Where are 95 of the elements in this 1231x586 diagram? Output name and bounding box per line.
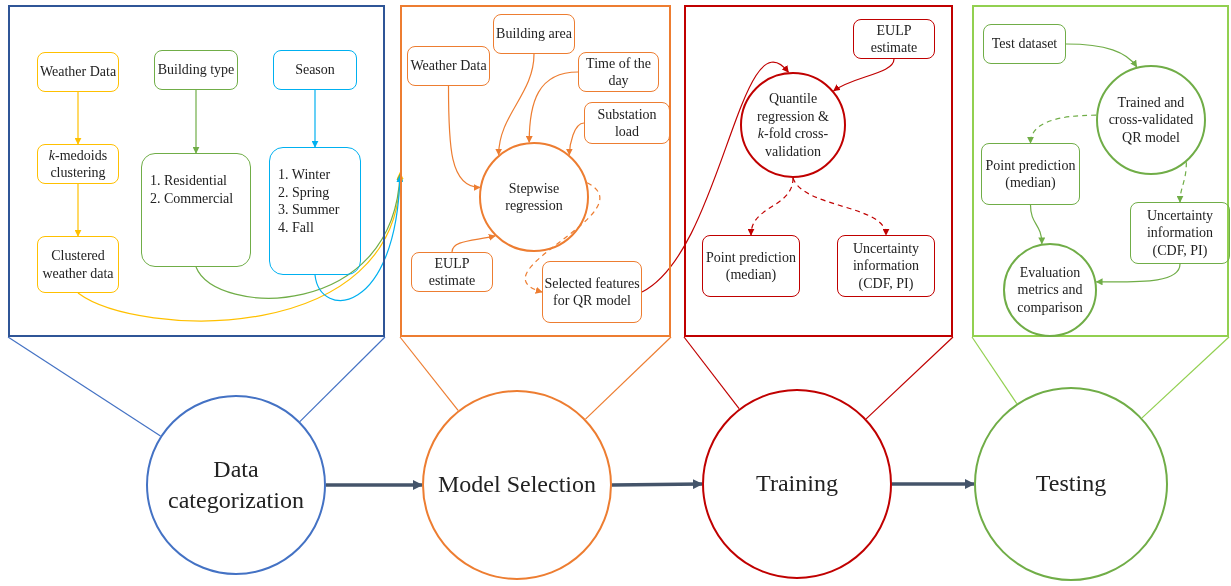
node-label: Model Selection [438, 470, 596, 500]
arrow [74, 91, 82, 145]
node-label: Clustered weather data [41, 247, 115, 282]
process-circle [1096, 65, 1206, 175]
node-label: Point prediction (median) [984, 156, 1077, 192]
panel-frame [972, 5, 1229, 337]
node-label: 4. Fall [278, 218, 314, 236]
process-box [493, 14, 575, 54]
node-label: 2. Spring [278, 183, 330, 201]
node-label: Testing [1035, 469, 1107, 499]
process-box [154, 50, 238, 90]
process-box [37, 52, 119, 92]
arrow [1095, 263, 1181, 286]
connector-line [7, 336, 162, 437]
process-circle [1003, 243, 1097, 337]
node-label: 1. Winter [278, 166, 331, 184]
process-box [837, 235, 935, 297]
process-box [853, 19, 935, 59]
panel-frame [8, 5, 385, 337]
arrow [525, 71, 579, 143]
stage-circle [422, 390, 612, 580]
node-label: Training [756, 469, 838, 499]
node-label: Uncertainty information (CDF, PI) [1145, 206, 1215, 260]
process-box [542, 261, 642, 323]
node-label: k-medoids clustering [47, 146, 109, 182]
node-label: Uncertainty information (CDF, PI) [851, 239, 921, 293]
arrow [195, 173, 403, 299]
node-label: Point prediction (median) [705, 248, 797, 284]
arrow [314, 175, 403, 302]
process-box [1130, 202, 1230, 264]
node-label: Quantile regression & k-fold cross-validation [756, 90, 830, 160]
connector-line [399, 336, 459, 412]
node-label: Building area [496, 25, 572, 43]
arrow [892, 479, 975, 489]
connector-line [584, 336, 672, 420]
arrow [74, 183, 82, 237]
arrow [566, 122, 585, 156]
process-box [981, 143, 1080, 205]
process-box [37, 236, 119, 293]
arrow [311, 89, 319, 148]
arrow [495, 53, 535, 156]
connector-line [683, 336, 740, 410]
arrow [833, 58, 895, 92]
node-label: Stepwise regression [504, 179, 564, 215]
arrow [451, 233, 496, 253]
connector-line [1141, 336, 1230, 419]
connector-line [865, 336, 954, 420]
process-box [407, 46, 490, 86]
panel-frame [684, 5, 953, 337]
connector-line [299, 336, 386, 423]
list-box [141, 153, 251, 267]
node-label: Weather Data [39, 63, 117, 81]
process-box [578, 52, 659, 92]
node-label: Weather Data [410, 57, 487, 75]
arrow [748, 177, 794, 236]
process-circle [740, 72, 846, 178]
arrow [524, 182, 601, 293]
node-label: Time of the day [585, 54, 652, 90]
list-box [269, 147, 361, 275]
connector-line [971, 336, 1018, 405]
arrow [612, 479, 703, 490]
process-box [37, 144, 119, 184]
node-label: Substation load [596, 105, 658, 141]
panel-frame [400, 5, 671, 337]
arrow [1027, 114, 1097, 144]
node-label: EULP estimate [869, 21, 919, 57]
stage-circle [702, 389, 892, 579]
process-box [411, 252, 493, 292]
arrow [447, 85, 481, 191]
node-label: Data categorization [167, 454, 305, 515]
stage-circle [146, 395, 326, 575]
node-label: Season [295, 61, 335, 79]
arrow [641, 62, 789, 293]
arrow [77, 171, 403, 322]
stage-circle [974, 387, 1168, 581]
node-label: 2. Commercial [150, 189, 234, 207]
node-label: Test dataset [991, 35, 1058, 53]
arrow [1176, 161, 1187, 203]
node-label: 1. Residential [150, 172, 227, 190]
process-box [983, 24, 1066, 64]
node-label: EULP estimate [427, 254, 477, 290]
node-label: 3. Summer [278, 201, 340, 219]
process-box [273, 50, 357, 90]
node-label: Selected features for QR model [543, 274, 641, 310]
process-circle [479, 142, 589, 252]
process-box [702, 235, 800, 297]
node-label: Trained and cross-validated QR model [1107, 93, 1195, 147]
arrow [1029, 204, 1046, 245]
process-box [584, 102, 670, 144]
node-label: Building type [157, 61, 235, 79]
arrow [792, 177, 888, 236]
arrow [1065, 43, 1138, 68]
node-label: Evaluation metrics and comparison [1016, 263, 1084, 317]
arrow [192, 89, 200, 154]
arrow [326, 480, 423, 490]
